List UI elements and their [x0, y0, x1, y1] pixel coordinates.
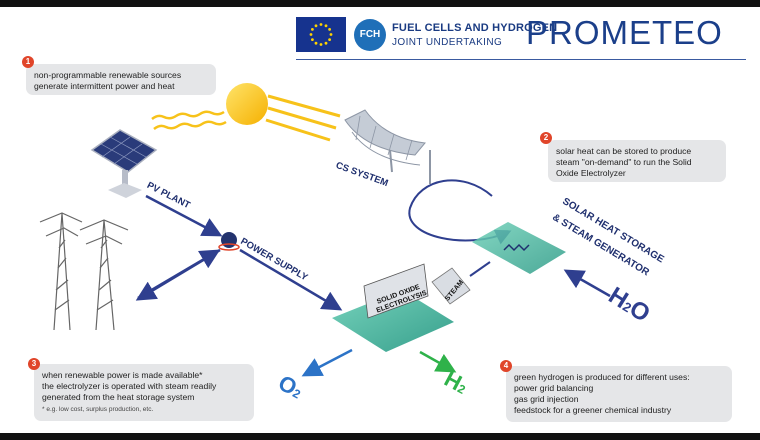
pv-panel-icon: [90, 129, 158, 198]
callout-2-line-3: Oxide Electrolyzer: [556, 168, 626, 178]
callout-1-badge: 1: [22, 56, 34, 68]
heat-storage-tile: [472, 222, 566, 274]
eu-flag-logo: [296, 17, 346, 52]
callout-4: green hydrogen is produced for different…: [506, 366, 732, 422]
callout-1: non-programmable renewable sources gener…: [26, 64, 216, 95]
callout-2-line-1: solar heat can be stored to produce: [556, 146, 692, 156]
callout-3-line-1: when renewable power is made available*: [42, 370, 203, 380]
callout-4-badge: 4: [500, 360, 512, 372]
callout-3-badge: 3: [28, 358, 40, 370]
oxygen-out-arrow: [301, 348, 353, 377]
callout-2: solar heat can be stored to produce stea…: [548, 140, 726, 182]
water-in-arrow: [563, 269, 611, 298]
heat-loop-arrow: [408, 179, 512, 245]
callout-4-line-2: power grid balancing: [514, 383, 594, 393]
cs-trough-icon: [344, 109, 431, 184]
sun-ray-2: [267, 106, 337, 130]
bottom-border: [0, 433, 760, 440]
steam-link-line: [469, 261, 491, 277]
grid-node-ring: [218, 243, 240, 251]
callout-3-line-3: generated from the heat storage system: [42, 392, 195, 402]
callout-3-note: * e.g. low cost, surplus production, etc…: [42, 406, 154, 413]
callout-3: when renewable power is made available* …: [34, 364, 254, 421]
electrolyzer-stack: [363, 263, 429, 319]
steam-coil-icon: [503, 243, 530, 252]
eu-stars-icon: [309, 23, 333, 46]
callout-2-badge: 2: [540, 132, 552, 144]
callout-4-line-3: gas grid injection: [514, 394, 579, 404]
sun-ray-3: [265, 118, 331, 142]
pv-to-node-arrow: [145, 194, 223, 237]
header-rule: [296, 59, 746, 60]
grid-node-icon: [221, 232, 237, 248]
power-supply-arrow: [239, 248, 343, 311]
callout-4-line-4: feedstock for a greener chemical industr…: [514, 405, 672, 415]
grid-to-node-arrow: [137, 249, 221, 300]
sun-ray-1: [267, 94, 341, 118]
electrolyzer-tile: [332, 290, 454, 352]
sun-ray-wave-2: [153, 120, 227, 130]
fch-subtitle: JOINT UNDERTAKING: [392, 37, 503, 48]
project-logo-text: PROMETEO: [526, 14, 723, 51]
fch-logo: FCH: [354, 19, 386, 51]
steam-block: [431, 267, 471, 305]
callout-4-line-1: green hydrogen is produced for different…: [514, 372, 690, 382]
pylon-icon: [39, 212, 129, 331]
callout-3-line-2: the electrolyzer is operated with steam …: [42, 381, 217, 391]
hydrogen-out-arrow: [419, 350, 457, 373]
top-border: [0, 0, 760, 7]
sun-ray-wave-1: [151, 110, 225, 120]
sun-icon: [226, 83, 268, 125]
fch-title: FUEL CELLS AND HYDROGEN: [392, 22, 558, 34]
callout-2-line-2: steam "on-demand" to run the Solid: [556, 157, 692, 167]
callout-1-line-2: generate intermittent power and heat: [34, 81, 175, 91]
callout-1-line-1: non-programmable renewable sources: [34, 70, 182, 80]
